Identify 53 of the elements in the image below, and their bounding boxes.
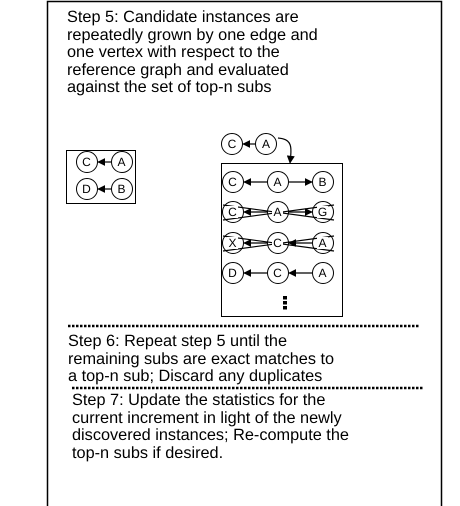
- vertex-label: D: [227, 266, 238, 278]
- vertex-label: B: [116, 182, 126, 194]
- vertex-circle: [222, 200, 244, 222]
- arrow: [243, 269, 267, 277]
- vertex-label: A: [272, 206, 282, 218]
- step-text: Step 6: Repeat step 5 until the remaining subs are exact matches to a top-n sub; Discard any duplicates: [68, 333, 336, 386]
- arrow: [278, 137, 295, 164]
- vertex-circle: [266, 200, 288, 222]
- arrow: [243, 178, 267, 186]
- vertex-circle: [266, 170, 288, 192]
- arrow: [289, 208, 313, 216]
- vertex-circle: [221, 133, 243, 155]
- vertex-label: D: [81, 182, 92, 194]
- vertex-circle: [266, 232, 288, 254]
- vertex-label: C: [81, 156, 92, 168]
- vertex-circle: [222, 232, 244, 254]
- vertex-circle: [312, 262, 334, 284]
- vertex-label: A: [317, 236, 328, 248]
- arrow: [288, 269, 312, 277]
- arrow: [97, 185, 111, 193]
- vertex-circle: [222, 170, 244, 192]
- vertex-label: G: [316, 206, 328, 218]
- vertex-label: C: [227, 206, 238, 218]
- vertex-label: A: [116, 156, 126, 168]
- vertex-label: C: [227, 176, 238, 188]
- vertex-circle: [110, 150, 132, 172]
- arrow: [243, 239, 267, 247]
- arrow: [97, 158, 111, 166]
- graph-box: [66, 150, 136, 204]
- vertex-circle: [266, 262, 288, 284]
- vertex-circle: [255, 133, 277, 155]
- vertex-circle: [312, 170, 334, 192]
- vertex-circle: [76, 178, 98, 200]
- arrow: [243, 208, 267, 216]
- vertex-label: A: [260, 138, 271, 150]
- step-text: Step 5: Candidate instances are repeatedly grown by one edge and one vertex with respect to the reference graph and evaluated against the set of top-n subs: [67, 9, 319, 96]
- vertex-circle: [312, 232, 334, 254]
- vertex-label: C: [272, 236, 283, 248]
- arrow: [242, 140, 255, 148]
- graph-box: [221, 163, 343, 317]
- vertex-label: A: [272, 176, 282, 188]
- arrow: [288, 239, 312, 247]
- vertex-circle: [312, 200, 334, 222]
- step-text: Step 7: Update the statistics for the current increment in light of the newly discovered instances; Re-compute the top-n subs if desired.: [72, 392, 350, 462]
- vertex-label: C: [272, 266, 283, 278]
- vertex-circle: [76, 150, 98, 172]
- vertex-circle: [222, 262, 244, 284]
- vertex-label: C: [226, 138, 238, 150]
- vertex-circle: [110, 178, 132, 200]
- vertex-label: A: [317, 266, 328, 278]
- vertex-label: B: [317, 176, 328, 188]
- vertex-label: X: [227, 236, 238, 248]
- arrow: [289, 178, 313, 186]
